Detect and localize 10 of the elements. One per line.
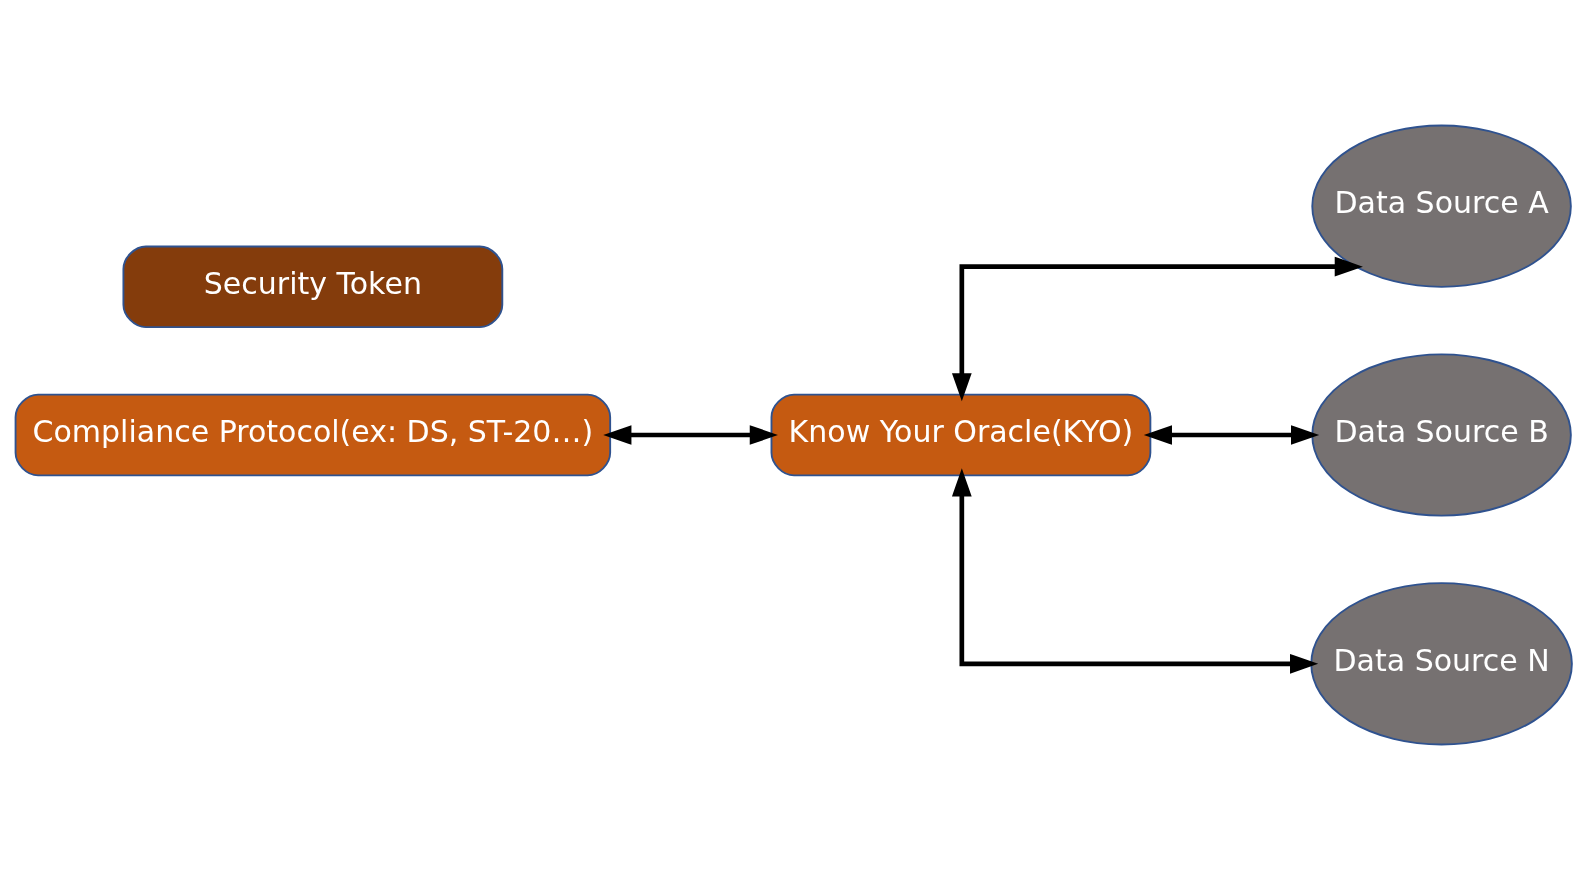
node-box: Compliance Protocol(ex: DS, ST-20…) — [14, 393, 612, 476]
node-ellipse: Data Source B — [1311, 352, 1572, 517]
node-ellipse: Data Source A — [1311, 124, 1572, 288]
arrow — [951, 256, 1363, 401]
node-box: Know Your Oracle(KYO) — [770, 393, 1152, 476]
node-box: Security Token — [122, 245, 504, 328]
arrow — [603, 424, 778, 445]
arrow — [951, 467, 1319, 674]
arrow — [1143, 424, 1320, 445]
node-ellipse: Data Source N — [1310, 581, 1573, 745]
